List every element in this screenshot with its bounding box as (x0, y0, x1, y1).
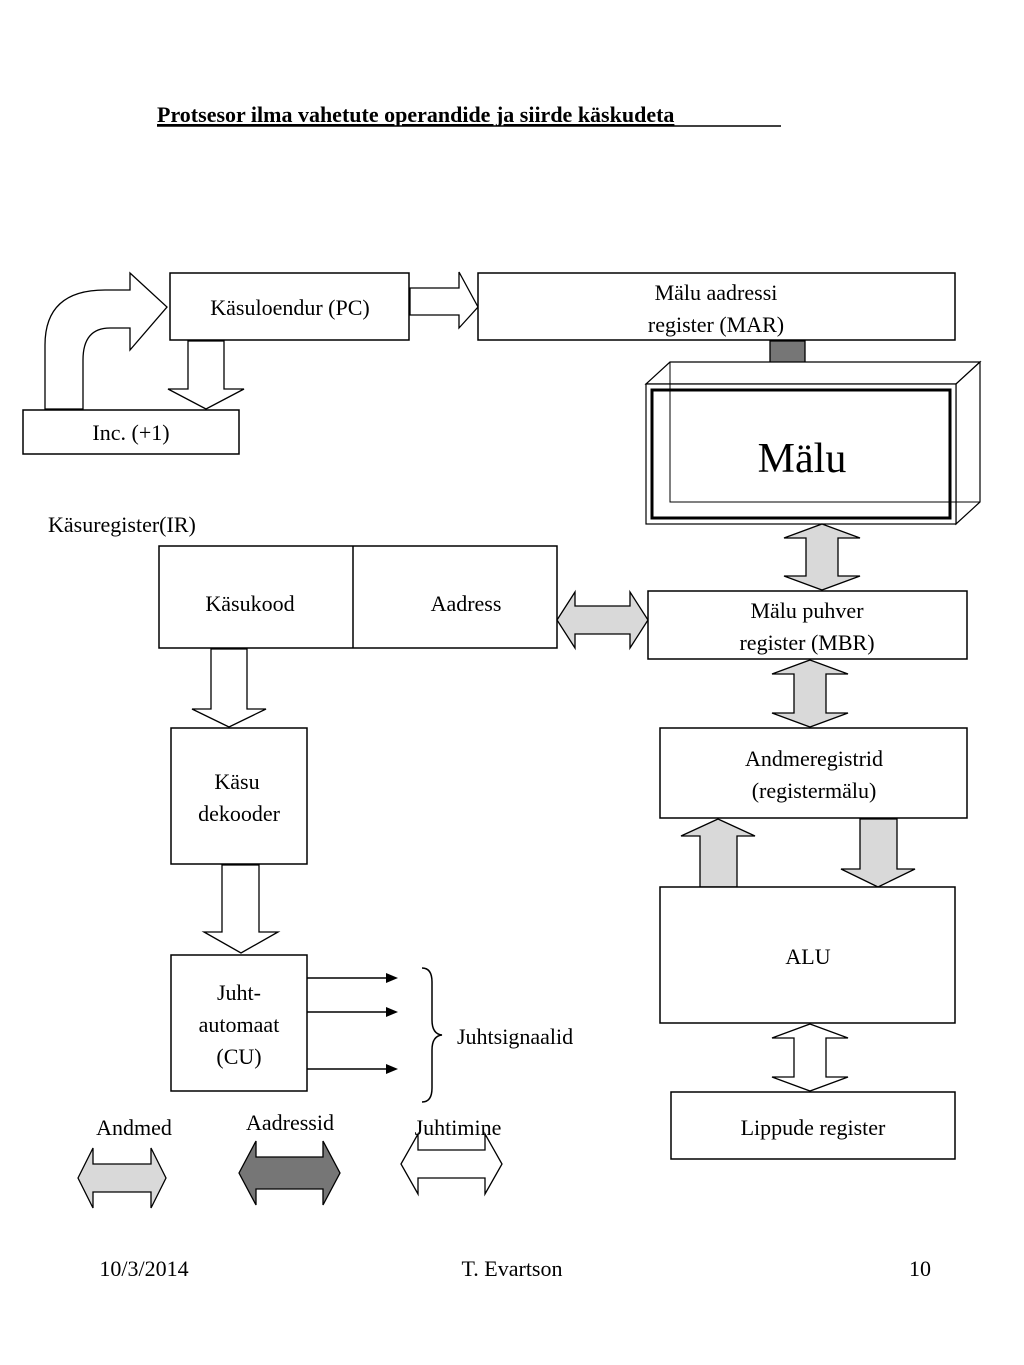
address-label: Aadress (431, 591, 502, 616)
cu-label-line2: automaat (199, 1012, 280, 1037)
ir-label: Käsuregister(IR) (48, 512, 196, 537)
footer-page-number: 10 (909, 1256, 931, 1281)
control-signal-arrows (307, 973, 398, 1074)
decoder-to-cu-arrow (201, 864, 281, 954)
legend-address-arrow (238, 1140, 341, 1206)
opcode-label: Käsukood (205, 591, 294, 616)
footer-date: 10/3/2014 (99, 1256, 188, 1281)
ir-box (158, 545, 558, 649)
mbr-label-line1: Mälu puhver (750, 598, 864, 623)
legend-control-label: Juhtimine (415, 1115, 502, 1140)
decoder-label-line1: Käsu (214, 769, 259, 794)
legend-data-arrow (77, 1147, 167, 1209)
mar-label-line1: Mälu aadressi (655, 280, 778, 305)
legend-data-label: Andmed (96, 1115, 172, 1140)
ir-mbr-data-arrow (556, 589, 649, 651)
inc-to-pc-curved-arrow (44, 271, 168, 410)
alu-label: ALU (785, 944, 830, 969)
footer-author: T. Evartson (461, 1256, 562, 1281)
mar-label-line2: register (MAR) (648, 312, 784, 337)
control-signals-label: Juhtsignaalid (457, 1024, 573, 1049)
control-signals-brace (421, 967, 443, 1103)
cu-label-line1: Juht- (217, 980, 261, 1005)
mbr-dataregs-data-arrow (771, 659, 849, 728)
mbr-label-line2: register (MBR) (739, 630, 874, 655)
flags-register-box (670, 1091, 956, 1160)
alu-box (659, 886, 956, 1024)
opcode-to-decoder-arrow (191, 648, 267, 728)
inc-label: Inc. (+1) (92, 420, 169, 445)
pc-box (169, 272, 410, 341)
flags-register-label: Lippude register (741, 1115, 886, 1140)
mar-box (477, 272, 956, 341)
memory-label: Mälu (758, 436, 847, 482)
data-registers-label-line2: (registermälu) (752, 778, 877, 803)
decoder-label-line2: dekooder (198, 801, 281, 826)
cu-box (170, 954, 308, 1092)
inc-box (22, 409, 240, 455)
alu-to-dataregs-arrow (680, 818, 756, 888)
pc-to-inc-arrow (167, 340, 245, 410)
mbr-box (647, 590, 968, 660)
dataregs-to-alu-arrow (840, 818, 916, 888)
legend-address-label: Aadressid (246, 1110, 334, 1135)
alu-flags-control-arrow (771, 1023, 849, 1092)
cu-label-line3: (CU) (216, 1044, 261, 1069)
diagram-title: Protsesor ilma vahetute operandide ja si… (157, 102, 674, 127)
data-registers-label-line1: Andmeregistrid (745, 746, 883, 771)
pc-to-mar-arrow (409, 271, 479, 330)
decoder-box (170, 727, 308, 865)
pc-label: Käsuloendur (PC) (210, 295, 369, 320)
data-registers-box (659, 727, 968, 819)
memory-box (644, 360, 982, 526)
memory-mbr-data-arrow (783, 523, 861, 591)
legend-control-arrow (400, 1131, 503, 1197)
